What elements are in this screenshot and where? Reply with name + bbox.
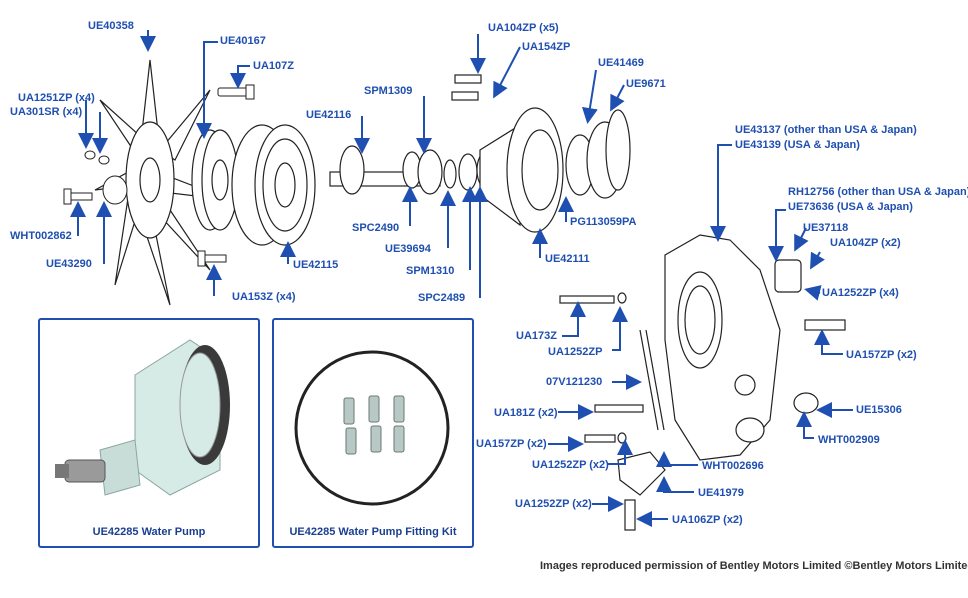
label-spc2490: SPC2490: [352, 222, 400, 234]
pump-shaft: [329, 145, 496, 195]
water-pump-body: [559, 234, 846, 531]
label-07v121230: 07V121230: [546, 376, 603, 388]
fitting-kit-photo: [294, 350, 450, 506]
label-ua1252zp: UA1252ZP: [548, 346, 603, 358]
label-rh12756: RH12756 (other than USA & Japan): [788, 186, 968, 198]
label-ue42111: UE42111: [545, 253, 590, 265]
label-ue40358: UE40358: [88, 20, 134, 32]
label-ua1252zp-x2-a: UA1252ZP (x2): [532, 459, 609, 471]
label-ua107z: UA107Z: [253, 60, 294, 72]
label-ua1252zp-x4: UA1252ZP (x4): [822, 287, 899, 299]
label-ue39694: UE39694: [385, 243, 431, 255]
water-pump-caption: UE42285 Water Pump: [92, 526, 206, 538]
label-ua173z: UA173Z: [516, 330, 557, 342]
fitting-kit-box: UE42285 Water Pump Fitting Kit: [272, 318, 474, 548]
label-ua153z: UA153Z (x4): [232, 291, 296, 303]
water-pump-box: UE42285 Water Pump: [38, 318, 260, 548]
label-ue42115: UE42115: [293, 259, 339, 271]
label-ua1251zp: UA1251ZP (x4): [18, 92, 95, 104]
label-ua157zp-x2-right: UA157ZP (x2): [846, 349, 917, 361]
label-ua1252zp-x2-b: UA1252ZP (x2): [515, 498, 592, 510]
copyright-credit: Images reproduced permission of Bentley …: [540, 560, 968, 572]
water-pump-photo: [55, 339, 230, 496]
label-ue42116: UE42116: [306, 109, 352, 121]
label-ue73636: UE73636 (USA & Japan): [788, 201, 913, 213]
label-ue9671: UE9671: [626, 78, 666, 90]
label-spc2489: SPC2489: [418, 292, 466, 304]
impeller: [451, 74, 631, 199]
label-wht002696: WHT002696: [702, 460, 764, 472]
pulley: [231, 124, 316, 246]
label-ua154zp: UA154ZP: [522, 41, 571, 53]
label-pg113059pa: PG113059PA: [570, 216, 637, 228]
fan-fasteners: [63, 84, 255, 267]
fitting-kit-caption: UE42285 Water Pump Fitting Kit: [289, 526, 457, 538]
label-ue37118: UE37118: [803, 222, 849, 234]
fan-hub: [191, 129, 239, 231]
leader-lines: [70, 30, 853, 527]
label-ue41469: UE41469: [598, 57, 644, 69]
label-ua301sr: UA301SR (x4): [10, 106, 83, 118]
label-ue43137: UE43137 (other than USA & Japan): [735, 124, 917, 136]
label-wht002909: WHT002909: [818, 434, 880, 446]
label-ue43139: UE43139 (USA & Japan): [735, 139, 860, 151]
fan-blade-assembly: [94, 59, 231, 306]
pump-housing: [479, 107, 564, 233]
label-ue43290: UE43290: [46, 258, 92, 270]
label-spm1310: SPM1310: [406, 265, 455, 277]
label-spm1309: SPM1309: [364, 85, 413, 97]
label-ue41979: UE41979: [698, 487, 744, 499]
label-ua181z: UA181Z (x2): [494, 407, 558, 419]
label-ua104zp-x5: UA104ZP (x5): [488, 22, 559, 34]
label-ua157zp-x2-left: UA157ZP (x2): [476, 438, 547, 450]
label-wht002862: WHT002862: [10, 230, 72, 242]
label-ua104zp-x2: UA104ZP (x2): [830, 237, 901, 249]
label-ue40167: UE40167: [220, 35, 266, 47]
label-ue15306: UE15306: [856, 404, 902, 416]
label-ua106zp: UA106ZP (x2): [672, 514, 743, 526]
